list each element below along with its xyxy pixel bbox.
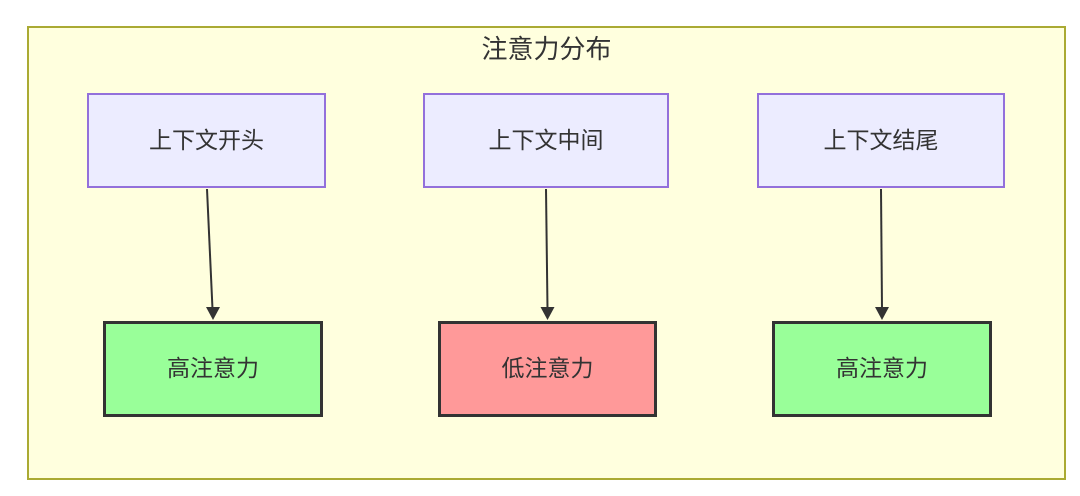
cluster-title: 注意力分布 <box>481 34 612 64</box>
node-label: 上下文结尾 <box>823 126 939 153</box>
node-label: 低注意力 <box>501 355 594 382</box>
node-label: 上下文中间 <box>488 126 604 153</box>
node-context-beginning: 上下文开头 <box>87 93 326 188</box>
node-low-attention-middle: 低注意力 <box>438 321 657 417</box>
node-context-middle: 上下文中间 <box>423 93 669 188</box>
node-label: 高注意力 <box>167 355 259 382</box>
node-high-attention-left: 高注意力 <box>103 321 323 417</box>
node-context-end: 上下文结尾 <box>757 93 1005 188</box>
node-label: 高注意力 <box>836 355 928 382</box>
node-high-attention-right: 高注意力 <box>772 321 992 417</box>
node-label: 上下文开头 <box>149 126 264 153</box>
